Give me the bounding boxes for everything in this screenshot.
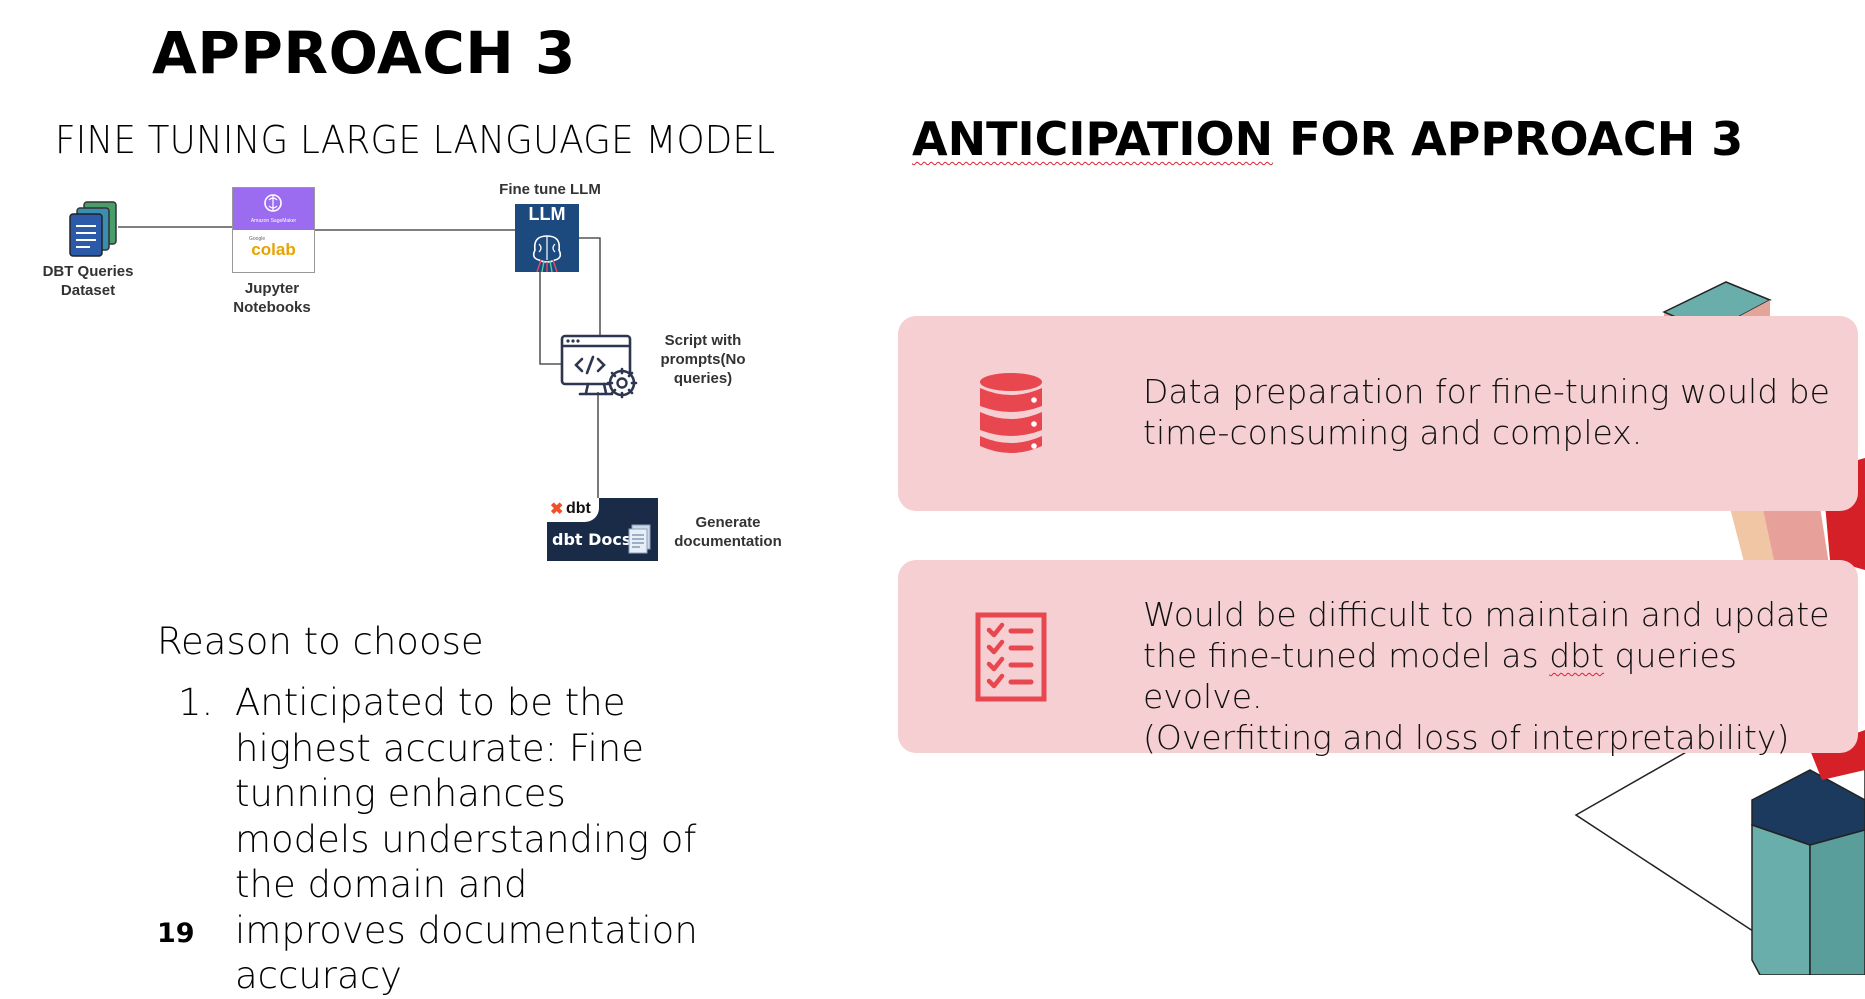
dbt-x-icon: ✖ — [550, 501, 564, 518]
code-settings-icon — [560, 334, 638, 399]
dbt-logo: ✖ dbt — [547, 498, 599, 522]
card-2-text: Would be difficult to maintain and updat… — [1143, 595, 1830, 757]
anticipation-title: ANTICIPATION FOR APPROACH 3 — [912, 112, 1744, 166]
dataset-label: DBT Queries Dataset — [42, 263, 134, 299]
document-icon — [628, 524, 651, 554]
anticipation-card-1 — [898, 316, 1858, 511]
list-item-number: 1. — [178, 681, 214, 724]
dataset-files-icon — [69, 201, 117, 257]
page-number: 19 — [157, 918, 195, 949]
database-icon — [980, 373, 1042, 453]
sagemaker-logo: Amazon SageMaker — [233, 188, 314, 230]
llm-logo: LLM — [515, 204, 579, 272]
generate-label: Generate documentation — [674, 514, 782, 550]
slide-subtitle: FINE TUNING LARGE LANGUAGE MODEL — [55, 118, 776, 162]
colab-logo: Google colab — [249, 236, 296, 259]
list-item-text: Anticipated to be the highest accurate: … — [235, 681, 698, 997]
diagram-connectors — [118, 226, 601, 498]
brain-icon — [532, 235, 562, 272]
notebooks-logo: Amazon SageMaker Google colab — [232, 187, 315, 273]
checklist-icon — [975, 612, 1047, 702]
reason-heading: Reason to choose — [157, 620, 484, 663]
sagemaker-brain-icon — [264, 194, 282, 212]
slide-title: APPROACH 3 — [152, 19, 576, 87]
notebooks-label: Jupyter Notebooks — [233, 280, 311, 316]
anticipation-card-2 — [898, 560, 1858, 753]
card-1-text: Data preparation for fine-tuning would b… — [1143, 372, 1830, 452]
dbt-docs-logo: ✖ dbt dbt Docs — [547, 498, 658, 561]
llm-caption: Fine tune LLM — [499, 181, 601, 198]
script-label: Script with prompts(No queries) — [660, 332, 746, 387]
